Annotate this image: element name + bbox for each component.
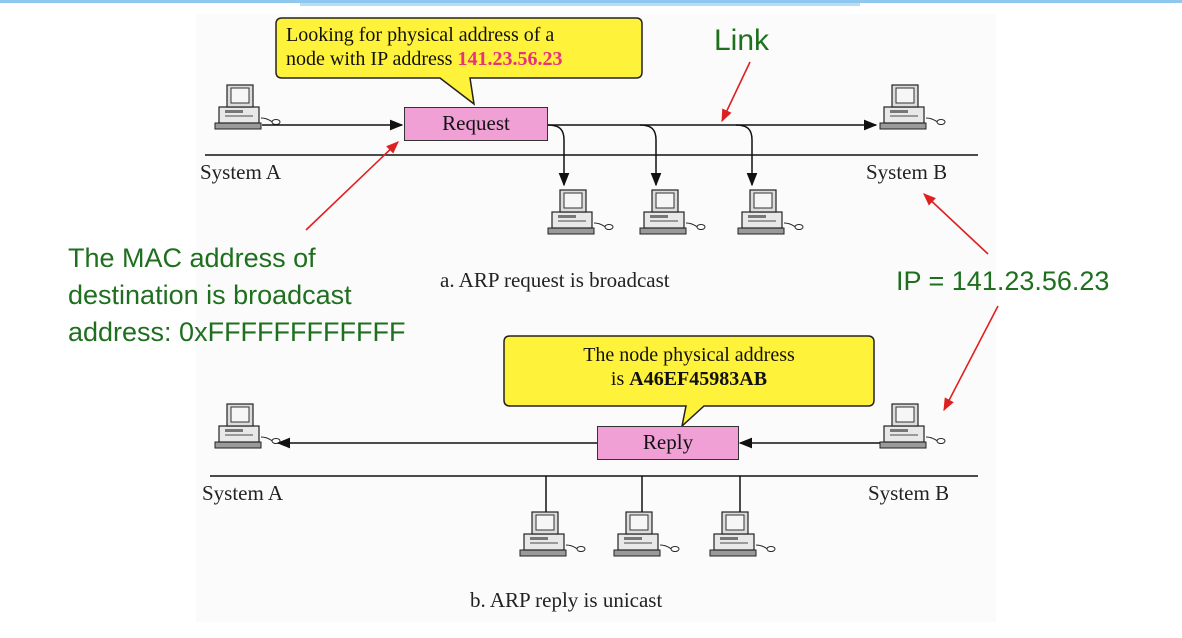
request-callout-text: Looking for physical address of a node w… (286, 23, 636, 71)
reply-message-box: Reply (597, 426, 739, 460)
link-annotation: Link (714, 24, 770, 57)
request-callout-bubble (275, 17, 643, 106)
reply-callout-mac: A46EF45983AB (629, 368, 768, 390)
reply-callout-prefix: is (610, 368, 630, 390)
ip-annotation-arrow-up (923, 193, 989, 255)
link-annotation-arrow (721, 61, 751, 123)
request-message-box: Request (404, 107, 548, 141)
reply-callout-bubble (503, 335, 875, 429)
reply-label: Reply (642, 430, 694, 454)
top-system-a-label: System A (200, 160, 282, 184)
bottom-system-a-label: System A (202, 481, 284, 505)
mac-annotation-arrow (305, 141, 399, 231)
top-caption: a. ARP request is broadcast (440, 268, 670, 292)
broadcast-arrow-1 (547, 124, 570, 187)
ip-annotation: IP = 141.23.56.23 (896, 266, 1110, 296)
computer-icon (879, 403, 946, 449)
computer-icon (214, 403, 281, 449)
mac-annotation-line3: address: 0xFFFFFFFFFFFF (68, 317, 406, 347)
request-label: Request (442, 111, 510, 135)
request-callout-line2: node with IP address 141.23.56.23 (286, 47, 636, 71)
ip-annotation-arrow-down (943, 305, 999, 412)
request-callout-ip: 141.23.56.23 (457, 48, 563, 70)
reply-callout-line1: The node physical address (583, 344, 795, 366)
reply-callout-line2: is A46EF45983AB (508, 367, 870, 391)
computer-icon (737, 189, 804, 235)
request-callout-line1: Looking for physical address of a (286, 24, 555, 46)
computer-icon (879, 84, 946, 130)
computer-icon (519, 511, 586, 557)
broadcast-arrow-3 (735, 124, 758, 187)
mac-annotation-line1: The MAC address of (68, 243, 316, 273)
computer-icon (709, 511, 776, 557)
request-callout-prefix: node with IP address (286, 48, 458, 70)
top-border-decoration (0, 0, 1182, 6)
computer-icon (547, 189, 614, 235)
computer-icon (613, 511, 680, 557)
reply-callout-text: The node physical address is A46EF45983A… (508, 343, 870, 391)
broadcast-arrow-2 (639, 124, 662, 187)
computer-icon (639, 189, 706, 235)
bottom-system-b-label: System B (868, 481, 950, 505)
top-system-b-label: System B (866, 160, 948, 184)
figure-background (196, 14, 996, 622)
computer-icon (214, 84, 281, 130)
mac-annotation: The MAC address of destination is broadc… (68, 240, 406, 351)
bottom-caption: b. ARP reply is unicast (470, 588, 663, 612)
mac-annotation-line2: destination is broadcast (68, 280, 352, 310)
